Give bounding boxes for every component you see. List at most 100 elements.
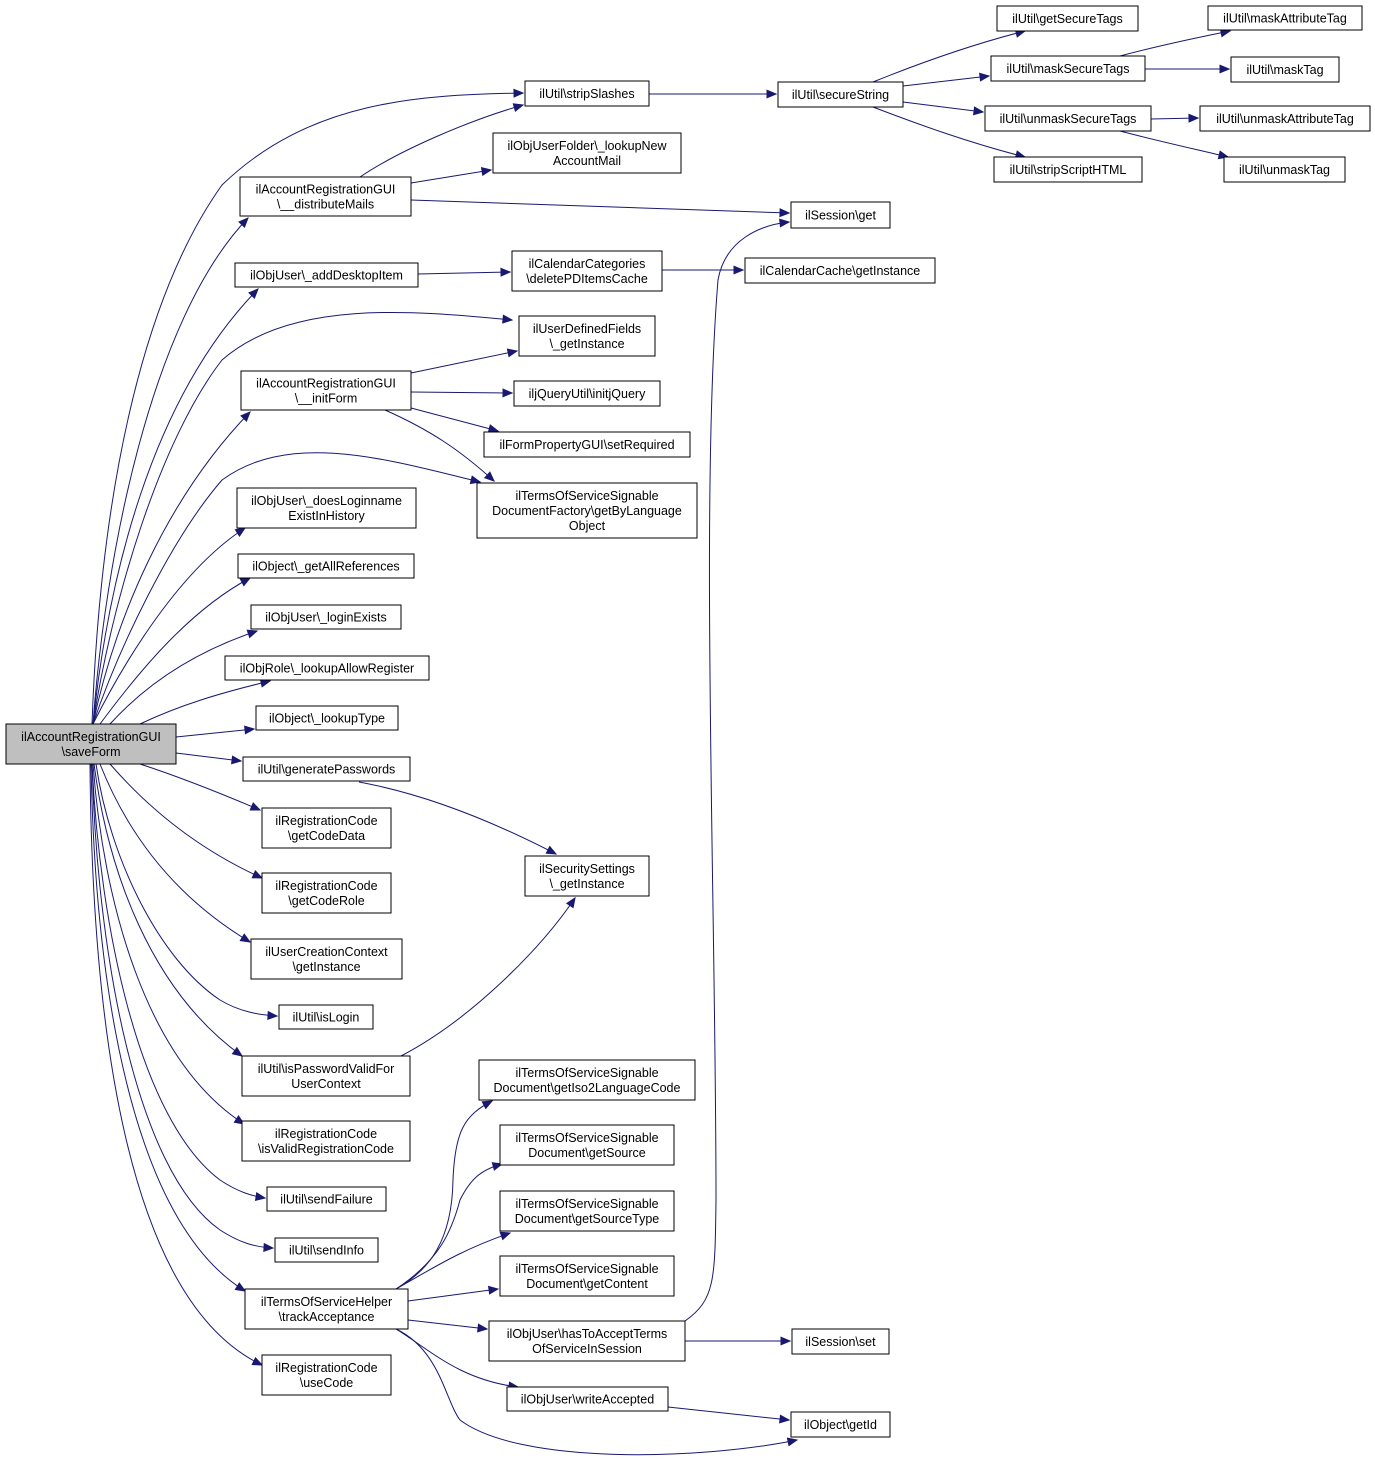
node-label: ilObject\_lookupType [269, 712, 385, 726]
node-writeAccepted[interactable]: ilObjUser\writeAccepted [506, 1386, 669, 1412]
node-hasToAccept[interactable]: ilObjUser\hasToAcceptTermsOfServiceInSes… [488, 1320, 686, 1362]
edge-trackAcceptance-to-hasToAccept [407, 1319, 489, 1333]
node-useCode[interactable]: ilRegistrationCode\useCode [261, 1354, 392, 1396]
node-getContent[interactable]: ilTermsOfServiceSignableDocument\getCont… [499, 1255, 675, 1297]
node-label: Object [569, 519, 606, 533]
node-label: ilObjUserFolder\_lookupNew [507, 139, 667, 153]
node-lookupType[interactable]: ilObject\_lookupType [255, 705, 399, 731]
node-unmaskAttributeTag[interactable]: ilUtil\unmaskAttributeTag [1199, 105, 1371, 132]
node-getIso2[interactable]: ilTermsOfServiceSignableDocument\getIso2… [478, 1059, 696, 1101]
node-getAllReferences[interactable]: ilObject\_getAllReferences [237, 553, 415, 579]
node-initjQuery[interactable]: iljQueryUtil\initjQuery [513, 380, 661, 407]
edge-secureString-to-maskSecureTags [902, 72, 991, 87]
edge-root-to-addDesktopItem [92, 288, 259, 725]
node-lookupAllowRegister[interactable]: ilObjRole\_lookupAllowRegister [224, 655, 430, 681]
node-maskAttributeTag[interactable]: ilUtil\maskAttributeTag [1207, 5, 1363, 31]
node-secureString[interactable]: ilUtil\secureString [777, 81, 904, 108]
node-setRequired[interactable]: ilFormPropertyGUI\setRequired [483, 431, 691, 458]
edge-trackAcceptance-to-objectGetId [395, 1328, 799, 1456]
node-loginExists[interactable]: ilObjUser\_loginExists [250, 604, 402, 630]
node-box [261, 1354, 392, 1396]
node-label: ilUtil\unmaskAttributeTag [1216, 112, 1354, 126]
node-stripSlashes[interactable]: ilUtil\stripSlashes [524, 80, 650, 107]
edge-isPasswordValid-to-securitySettings [400, 896, 576, 1057]
node-unmaskTag[interactable]: ilUtil\unmaskTag [1223, 156, 1346, 183]
node-label: ilObject\getId [804, 1418, 877, 1432]
node-sendInfo[interactable]: ilUtil\sendInfo [274, 1237, 379, 1263]
node-sessionGet[interactable]: ilSession\get [790, 201, 891, 229]
edge-root-to-lookupAllowRegister [139, 678, 272, 725]
node-maskTag[interactable]: ilUtil\maskTag [1230, 56, 1340, 83]
edge-root-to-userDefinedFields [92, 311, 514, 725]
node-label: Document\getContent [526, 1277, 648, 1291]
node-getSourceType[interactable]: ilTermsOfServiceSignableDocument\getSour… [499, 1190, 675, 1232]
node-label: AccountMail [553, 154, 621, 168]
node-sendFailure[interactable]: ilUtil\sendFailure [266, 1186, 387, 1212]
node-label: ilTermsOfServiceHelper [261, 1295, 392, 1309]
edge-unmaskSecureTags-to-unmaskAttributeTag [1150, 113, 1200, 123]
node-label: ilUtil\getSecureTags [1012, 12, 1122, 26]
node-getSource[interactable]: ilTermsOfServiceSignableDocument\getSour… [499, 1124, 675, 1166]
node-isValidRegCode[interactable]: ilRegistrationCode\isValidRegistrationCo… [241, 1120, 411, 1162]
node-box [1207, 5, 1363, 31]
node-addDesktopItem[interactable]: ilObjUser\_addDesktopItem [234, 262, 419, 288]
node-box [240, 370, 412, 411]
edge-deletePDItemsCache-to-calendarCache [662, 265, 745, 275]
node-userDefinedFields[interactable]: ilUserDefinedFields\_getInstance [518, 315, 656, 357]
node-box [511, 250, 663, 292]
node-generatePasswords[interactable]: ilUtil\generatePasswords [242, 756, 411, 782]
edge-root-to-initForm [92, 411, 251, 725]
node-getSecureTags[interactable]: ilUtil\getSecureTags [996, 5, 1139, 32]
node-box [744, 257, 936, 284]
node-label: Document\getSourceType [515, 1212, 660, 1226]
node-userCreationCtx[interactable]: ilUserCreationContext\getInstance [250, 938, 403, 980]
node-label: \saveForm [61, 745, 120, 759]
node-label: \__initForm [295, 392, 358, 406]
node-objectGetId[interactable]: ilObject\getId [790, 1411, 891, 1438]
node-box [996, 5, 1139, 32]
edge-root-to-generatePasswords [175, 752, 243, 765]
edge-root-to-getCodeRole [109, 763, 264, 879]
node-label: \getCodeData [288, 829, 365, 843]
edge-distributeMails-to-lookupNewAccountMail [410, 167, 493, 184]
edge-trackAcceptance-to-getContent [407, 1285, 500, 1302]
node-label: ilUtil\unmaskTag [1239, 163, 1330, 177]
node-label: iljQueryUtil\initjQuery [529, 387, 646, 401]
node-calendarCache[interactable]: ilCalendarCache\getInstance [744, 257, 936, 284]
node-label: ilTermsOfServiceSignable [515, 1066, 658, 1080]
node-root[interactable]: ilAccountRegistrationGUI\saveForm [5, 723, 177, 765]
node-trackAcceptance[interactable]: ilTermsOfServiceHelper\trackAcceptance [244, 1288, 409, 1330]
node-label: ilCalendarCategories [529, 257, 646, 271]
node-initForm[interactable]: ilAccountRegistrationGUI\__initForm [240, 370, 412, 411]
node-stripScriptHTML[interactable]: ilUtil\stripScriptHTML [993, 156, 1143, 183]
node-box [241, 1055, 411, 1097]
node-box [483, 431, 691, 458]
nodes-layer: ilAccountRegistrationGUI\saveForm ilAccou… [5, 5, 1371, 1438]
node-distributeMails[interactable]: ilAccountRegistrationGUI\__distributeMai… [239, 176, 412, 217]
node-box [492, 132, 682, 174]
node-box [1230, 56, 1340, 83]
node-securitySettings[interactable]: ilSecuritySettings\_getInstance [524, 855, 650, 897]
node-isLogin[interactable]: ilUtil\isLogin [278, 1004, 374, 1030]
node-box [777, 81, 904, 108]
node-box [518, 315, 656, 357]
edges-layer [89, 28, 1232, 1456]
node-getByLanguage[interactable]: ilTermsOfServiceSignableDocumentFactory\… [476, 482, 698, 539]
node-maskSecureTags[interactable]: ilUtil\maskSecureTags [990, 55, 1146, 82]
node-box [241, 1120, 411, 1162]
edge-initForm-to-userDefinedFields [410, 348, 519, 374]
node-unmaskSecureTags[interactable]: ilUtil\unmaskSecureTags [984, 105, 1152, 132]
node-label: \_getInstance [549, 337, 624, 351]
node-deletePDItemsCache[interactable]: ilCalendarCategories\deletePDItemsCache [511, 250, 663, 292]
node-getCodeData[interactable]: ilRegistrationCode\getCodeData [261, 807, 392, 849]
node-getCodeRole[interactable]: ilRegistrationCode\getCodeRole [261, 872, 392, 914]
node-label: ilObjUser\_addDesktopItem [250, 269, 403, 283]
node-sessionSet[interactable]: ilSession\set [791, 1328, 890, 1355]
edge-root-to-lookupType [175, 725, 256, 738]
edge-root-to-trackAcceptance [90, 763, 247, 1292]
edge-maskSecureTags-to-maskTag [1145, 64, 1231, 74]
